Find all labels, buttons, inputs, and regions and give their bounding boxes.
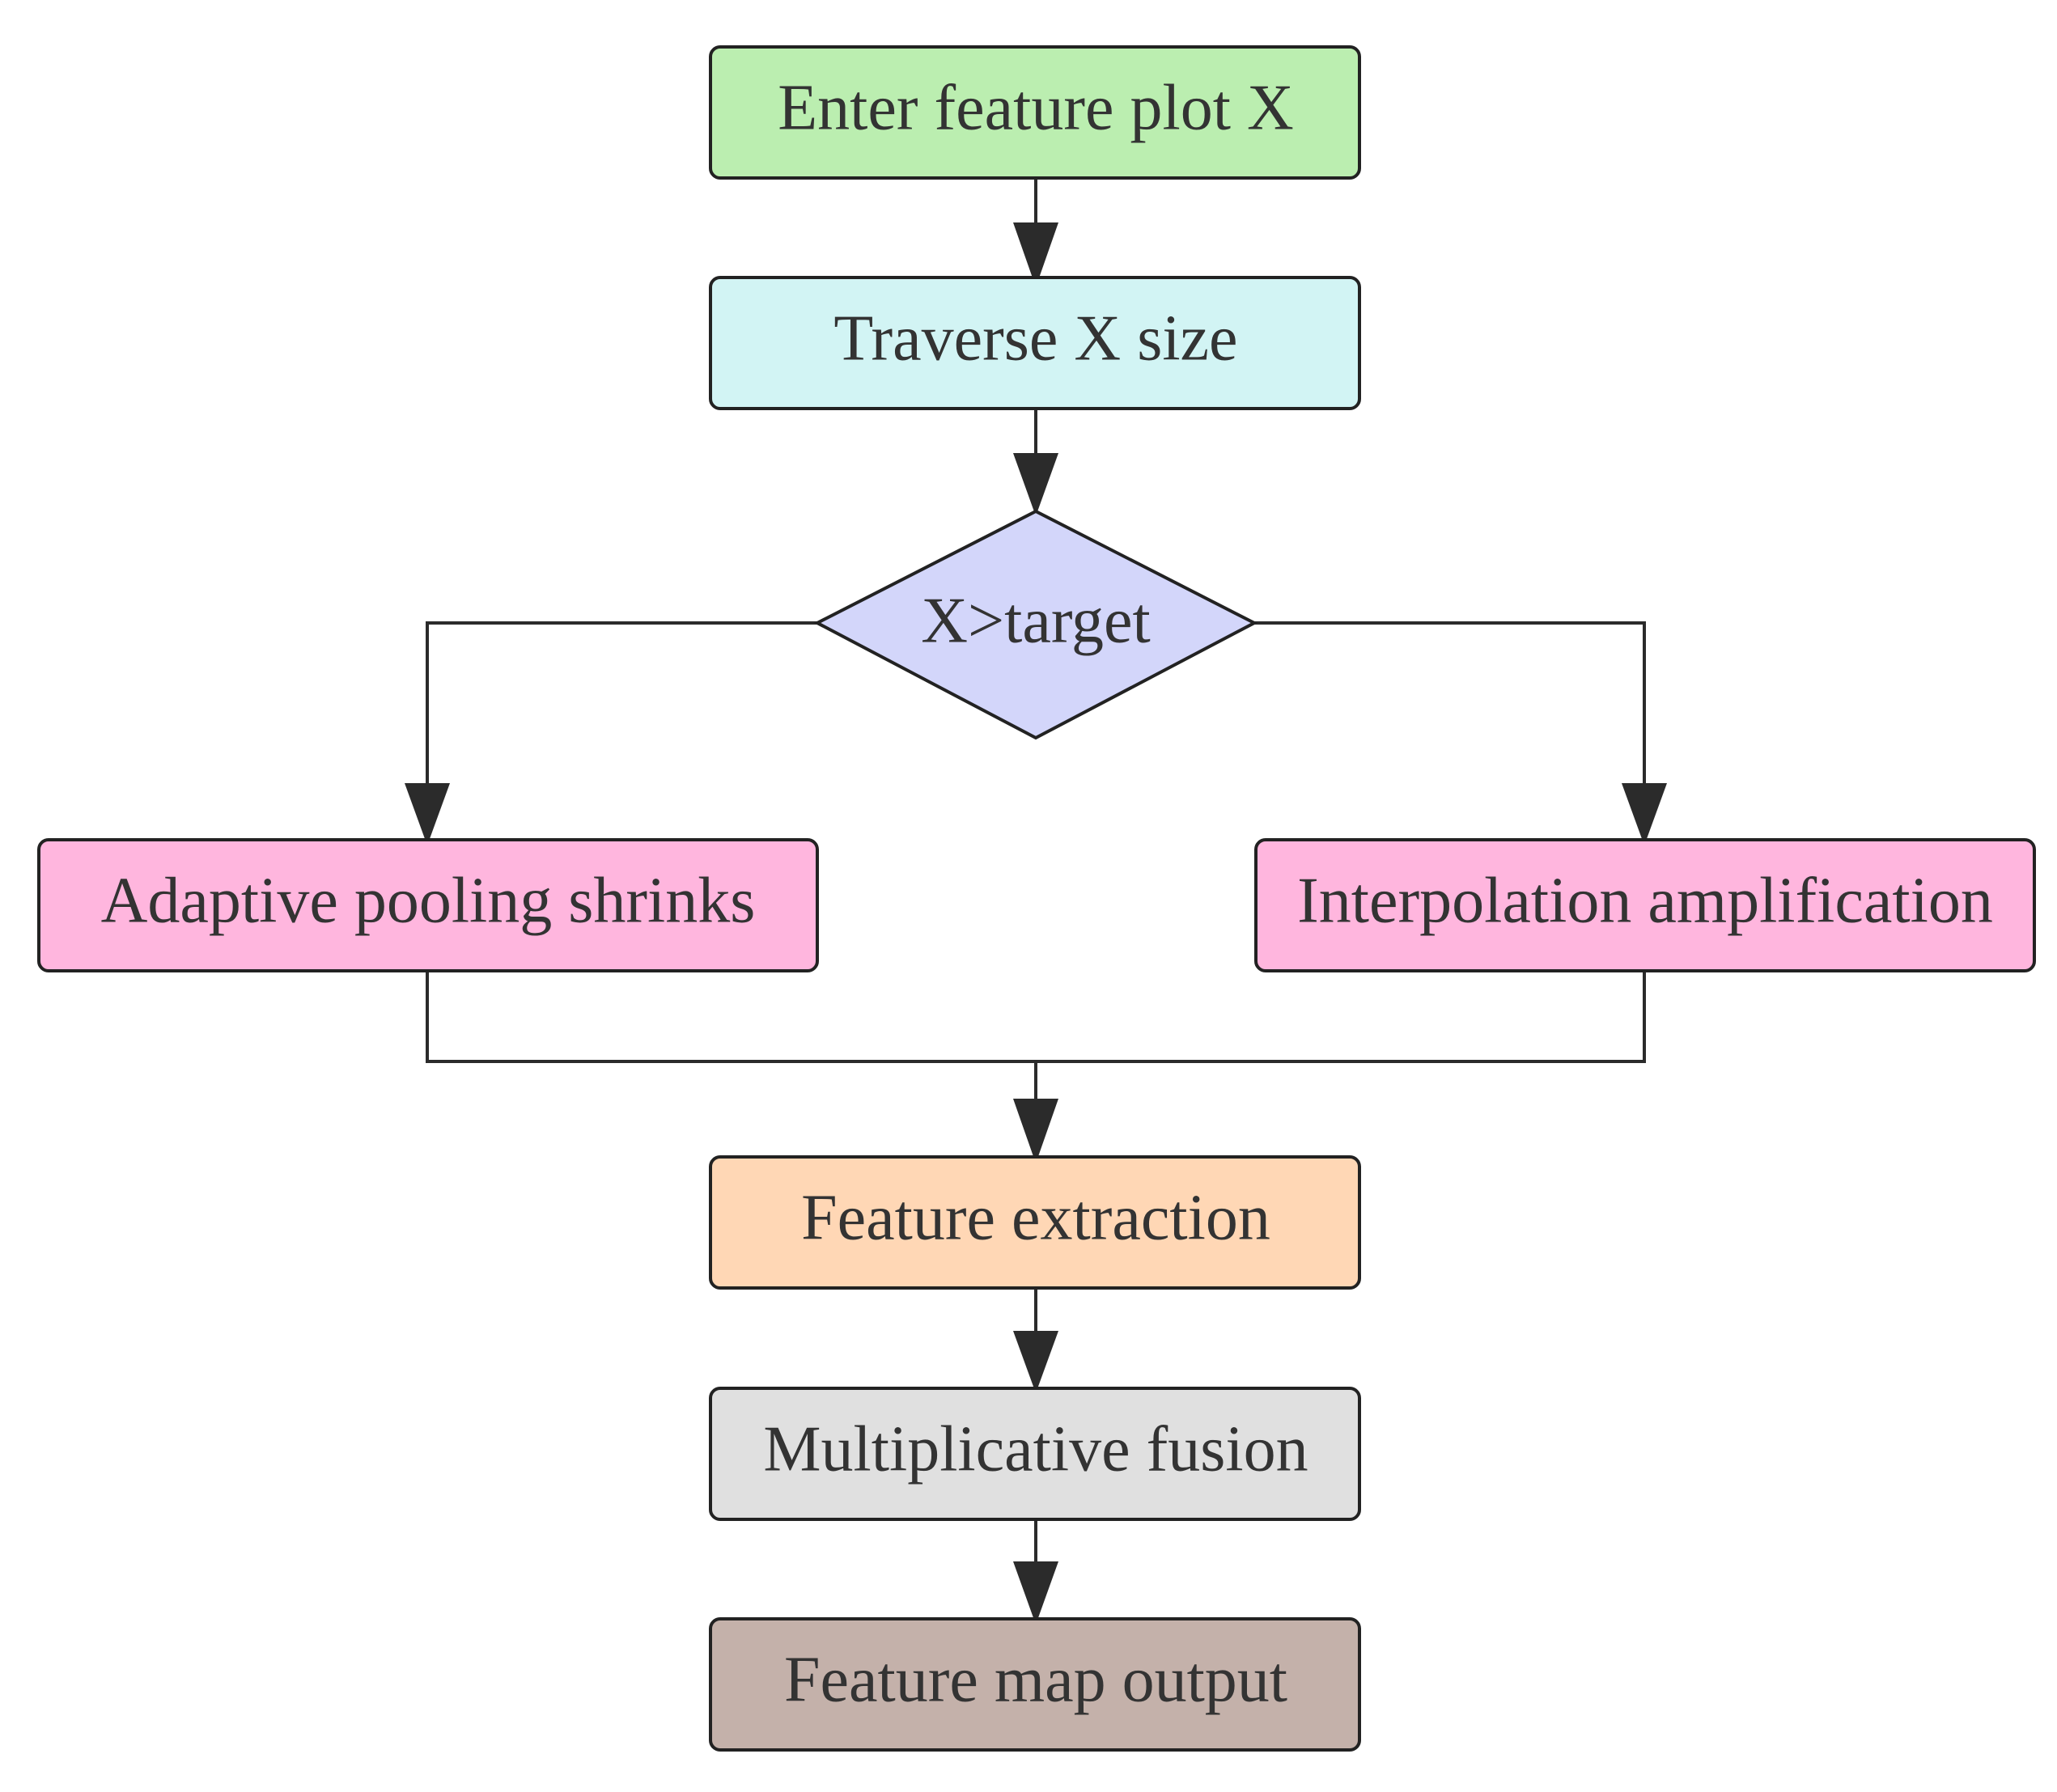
arrowhead-decision-to-pooling [405, 783, 450, 845]
edge-decision-to-pooling [426, 621, 817, 793]
node-output-box [709, 1617, 1361, 1752]
node-decision: X>target [813, 509, 1258, 740]
node-traverse: Traverse X size [709, 276, 1361, 410]
node-interp-box [1254, 838, 2036, 972]
node-interp: Interpolation amplification [1254, 838, 2036, 972]
node-pooling: Adaptive pooling shrinks [37, 838, 819, 972]
node-enter: Enter feature plot X [709, 45, 1361, 180]
node-interp-label: Interpolation amplification [1297, 865, 1993, 936]
edge-decision-to-interp [1254, 621, 1646, 793]
arrowhead-decision-to-interp [1622, 783, 1667, 845]
node-extract-box [709, 1155, 1361, 1290]
node-pooling-box [37, 838, 819, 972]
arrowhead-enter-to-traverse [1013, 222, 1058, 287]
node-extract: Feature extraction [709, 1155, 1361, 1290]
node-output-label: Feature map output [784, 1644, 1287, 1715]
node-traverse-label: Traverse X size [833, 303, 1237, 374]
node-fusion-box [709, 1387, 1361, 1521]
edge-pooling-to-merge [426, 971, 1646, 1063]
edges [405, 178, 1667, 1625]
node-fusion-label: Multiplicative fusion [763, 1413, 1308, 1485]
node-extract-label: Feature extraction [801, 1182, 1270, 1253]
node-enter-box [709, 45, 1361, 180]
arrowhead-traverse-to-decision [1013, 453, 1058, 516]
arrowhead-fusion-to-output [1013, 1561, 1058, 1625]
node-decision-diamond [813, 509, 1258, 740]
node-output: Feature map output [709, 1617, 1361, 1752]
node-pooling-label: Adaptive pooling shrinks [101, 865, 756, 936]
arrowhead-extract-to-fusion [1013, 1331, 1058, 1393]
node-fusion: Multiplicative fusion [709, 1387, 1361, 1521]
node-traverse-box [709, 276, 1361, 410]
arrowhead-merge-to-extract [1013, 1099, 1058, 1163]
node-enter-label: Enter feature plot X [778, 72, 1294, 143]
node-decision-label: X>target [921, 585, 1151, 656]
